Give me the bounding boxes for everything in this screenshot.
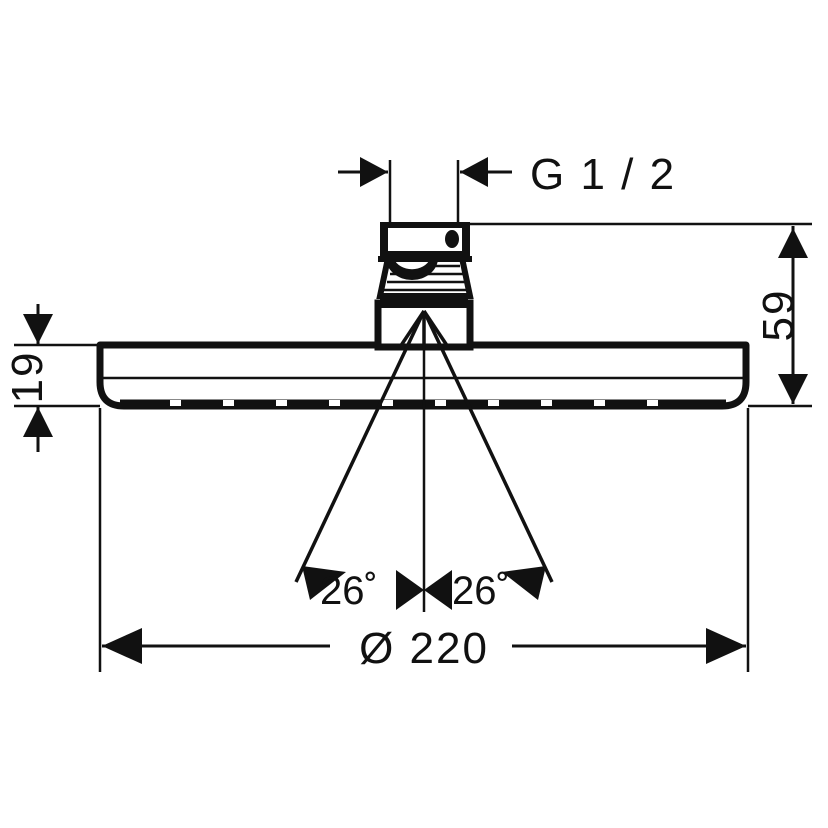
diameter-arrow-left [102,628,142,664]
overall-height-label: 59 [754,289,803,342]
height-arrow-bottom [778,374,808,404]
spray-angle-center-arrow-right [424,570,452,610]
top-nut-face [388,228,462,251]
thread-size-label: G 1 / 2 [530,150,676,199]
thread-arrow-right [460,157,488,187]
top-nut-base [378,256,472,262]
connector-assembly [374,222,474,351]
thickness-dimension-group: 19 [3,304,100,452]
spray-cone-lines [294,310,554,612]
thickness-arrow-upper [23,314,53,344]
spray-angle-group: 26˚ 26˚ [302,566,546,613]
overall-diameter-label: Ø 220 [359,624,489,673]
height-dimension-group: 59 [470,222,812,408]
spray-angle-left-label: 26˚ [320,569,378,613]
height-arrow-top [778,228,808,258]
diameter-dimension-group: Ø 220 [98,408,750,673]
spray-angle-center-arrow-left [396,570,424,610]
spray-angle-right-label: 26˚ [452,569,510,613]
diameter-arrow-right [706,628,746,664]
thread-arrow-left [360,157,388,187]
top-nut-detail-dot [445,230,459,248]
spray-angle-arrow-right [502,566,546,600]
thickness-arrow-lower [23,407,53,437]
thread-dimension-group: G 1 / 2 [338,150,676,222]
body-thickness-label: 19 [3,351,52,404]
nozzle-notches [170,400,658,406]
spray-angle-arrow-left [302,566,346,600]
